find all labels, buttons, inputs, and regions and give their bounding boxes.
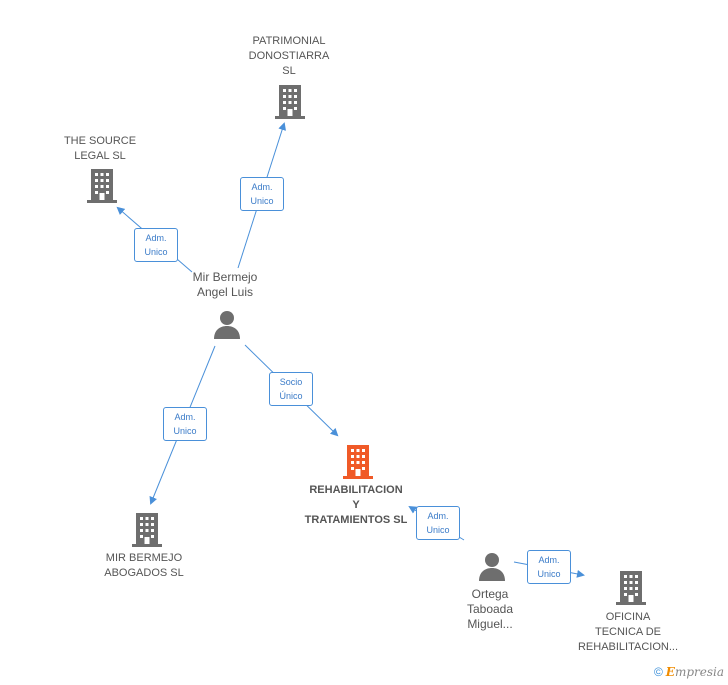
node-label-patrimonial: PATRIMONIAL DONOSTIARRA SL xyxy=(248,35,330,77)
empresia-logo: Empresia xyxy=(665,665,724,679)
node-label-the-source: THE SOURCE LEGAL SL xyxy=(63,135,137,162)
relation-box-adm-unico[interactable]: Adm. Unico xyxy=(416,506,460,540)
relation-box-adm-unico[interactable]: Adm. Unico xyxy=(240,177,284,211)
building-icon[interactable] xyxy=(616,571,646,605)
relation-box-adm-unico[interactable]: Adm. Unico xyxy=(134,228,178,262)
relation-box-adm-unico[interactable]: Adm. Unico xyxy=(163,407,207,441)
node-label-mir-bermejo-abogados: MIR BERMEJO ABOGADOS SL xyxy=(104,552,184,579)
person-icon[interactable] xyxy=(477,552,507,582)
node-label-oficina: OFICINA TECNICA DE REHABILITACION... xyxy=(577,611,679,653)
building-icon[interactable] xyxy=(275,85,305,119)
building-icon[interactable] xyxy=(87,169,117,203)
relation-box-socio-unico[interactable]: Socio Único xyxy=(269,372,313,406)
copyright-symbol: © xyxy=(653,665,663,679)
relation-box-adm-unico[interactable]: Adm. Unico xyxy=(527,550,571,584)
empresia-watermark: ©Empresia xyxy=(654,665,724,679)
node-label-rehabilitacion: REHABILITACION Y TRATAMIENTOS SL xyxy=(304,484,408,526)
node-label-mir-bermejo-angel: Mir Bermejo Angel Luis xyxy=(192,270,258,299)
building-icon[interactable] xyxy=(343,445,373,479)
building-icon[interactable] xyxy=(132,513,162,547)
node-label-ortega: Ortega Taboada Miguel... xyxy=(466,587,514,631)
person-icon[interactable] xyxy=(212,310,242,340)
